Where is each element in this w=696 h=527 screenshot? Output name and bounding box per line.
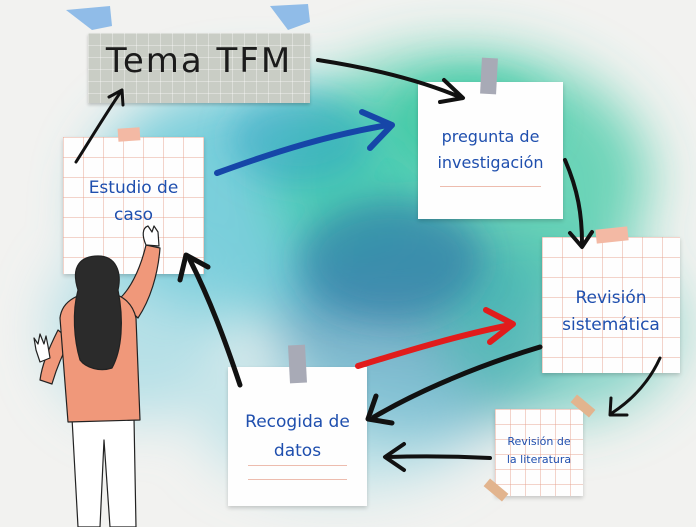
note-pregunta-line2: investigación	[437, 153, 544, 172]
arrow-blue-estudio-to-pregunta	[214, 122, 391, 176]
note-estudio-line1: Estudio de	[88, 178, 179, 198]
arrowhead-estudio-to-title	[107, 88, 125, 107]
note-pregunta-rule	[440, 186, 541, 187]
arrowhead-title-to-pregunta	[438, 78, 465, 104]
raised-arm	[117, 244, 161, 319]
arrowhead-revsis-to-recogida	[365, 393, 395, 426]
note-pregunta-de-investigacion: pregunta de investigación	[418, 82, 563, 219]
left-hand	[33, 333, 51, 363]
note-revision-de-la-literatura: Revisión de la literatura	[495, 409, 583, 496]
arrowhead-pregunta-to-revsis	[568, 230, 594, 249]
pants	[71, 417, 137, 527]
note-recogida-de-datos: Recogida de datos	[228, 367, 367, 506]
note-revlit-line2: la literatura	[506, 453, 572, 466]
arrow-title-to-pregunta	[316, 58, 464, 100]
arrow-estudio-to-title	[74, 91, 122, 164]
note-estudio-line2: caso	[113, 205, 154, 225]
note-revsis-line1: Revisión	[575, 288, 647, 308]
arrow-revlit-to-recogida	[386, 454, 492, 460]
title-text: Tema TFM	[105, 41, 293, 81]
note-recogida-line2: datos	[273, 441, 322, 461]
arrow-recogida-to-estudio	[187, 257, 243, 388]
arrow-red-recogida-to-revsis	[355, 322, 513, 369]
note-pregunta-line1: pregunta de	[441, 127, 540, 146]
note-revlit-line1: Revisión de	[507, 435, 571, 448]
title-card: Tema TFM	[88, 33, 310, 103]
arrow-revsis-to-recogida	[371, 344, 543, 420]
arrowhead-red	[483, 307, 516, 345]
arrowhead-revlit-to-recogida	[383, 442, 406, 472]
note-recogida-rule-1	[248, 465, 347, 466]
arrow-pregunta-to-revsis	[563, 158, 584, 245]
note-estudio-de-caso: Estudio de caso	[63, 137, 204, 274]
arrow-revsis-to-revlit	[610, 356, 662, 415]
note-revision-sistematica: Revisión sistemática	[542, 237, 680, 373]
arrowhead-blue	[359, 109, 395, 151]
note-recogida-line1: Recogida de	[245, 412, 350, 432]
tape-top-left	[66, 6, 112, 30]
note-recogida-rule-2	[248, 479, 347, 480]
hair	[73, 255, 122, 371]
arrowhead-recogida-to-estudio	[177, 252, 211, 283]
tape-top-right	[270, 4, 310, 30]
arrowhead-revsis-to-revlit	[608, 396, 629, 417]
note-revsis-line2: sistemática	[562, 315, 660, 335]
raised-hand	[142, 225, 160, 247]
